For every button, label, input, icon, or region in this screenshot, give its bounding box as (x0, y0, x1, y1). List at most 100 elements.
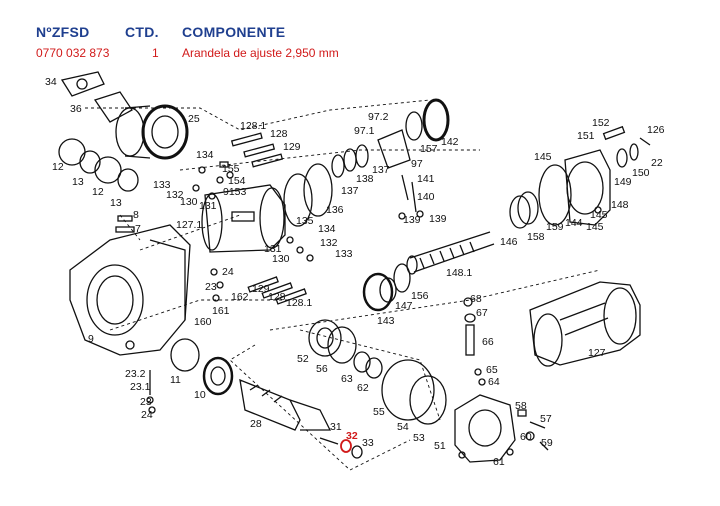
cap-parts-right (602, 125, 651, 168)
part-label: 9153 (223, 186, 247, 198)
part-label: 56 (316, 363, 328, 375)
part-label: 13 (72, 176, 84, 188)
part-label: 156 (411, 290, 429, 302)
sleeve-part (115, 104, 189, 160)
part-label: 157 (420, 143, 438, 155)
part-label: 25 (188, 113, 200, 125)
component-value: Arandela de ajuste 2,950 mm (182, 46, 339, 60)
steering-housing-right (529, 281, 641, 367)
part-label: 65 (486, 364, 498, 376)
right-cover (564, 149, 611, 226)
part-label: 22 (651, 157, 663, 169)
part-label: 147 (395, 300, 413, 312)
part-label: 24 (222, 266, 234, 278)
part-label: 158 (527, 231, 545, 243)
part-label: 135 (296, 215, 314, 227)
part-label: 12 (52, 161, 64, 173)
col-header-component: COMPONENTE (182, 24, 286, 40)
part-label: 137 (372, 164, 390, 176)
lever-plate-part (60, 71, 133, 123)
part-label: 138 (356, 173, 374, 185)
part-label: 148 (611, 199, 629, 211)
part-label: 134 (318, 223, 336, 235)
part-label: 151 (577, 130, 595, 142)
large-rings-upper (283, 163, 333, 227)
part-label: 150 (632, 167, 650, 179)
part-label: 23.1 (130, 381, 151, 393)
seal-rings-center (331, 98, 450, 220)
assembly-guide-lines (85, 99, 601, 471)
part-label: 7 (135, 223, 141, 235)
bearing-right (509, 164, 572, 229)
part-label: 128 (270, 128, 288, 140)
part-label: 55 (373, 406, 385, 418)
part-label: 59 (541, 437, 553, 449)
upper-cylinder (201, 184, 286, 253)
part-label: 28 (250, 418, 262, 430)
col-header-part-no: NºZFSD (36, 24, 90, 40)
part-label: 145 (534, 151, 552, 163)
part-label: 145 (590, 209, 608, 221)
part-label: 23 (205, 281, 217, 293)
large-rings-lower (381, 359, 447, 425)
part-label: 129 (252, 283, 270, 295)
part-label: 23.2 (125, 368, 146, 380)
part-label: 132 (320, 237, 338, 249)
part-label: 54 (397, 421, 409, 433)
part-label: 57 (540, 413, 552, 425)
part-label: 24 (141, 409, 153, 421)
part-label: 133 (153, 179, 171, 191)
part-label: 97.1 (354, 125, 375, 137)
part-label: 145 (586, 221, 604, 233)
part-label: 129 (283, 141, 301, 153)
rod-set-upper (230, 132, 284, 168)
part-label: 53 (413, 432, 425, 444)
part-label: 139 (429, 213, 447, 225)
piston-rings-middle (362, 263, 411, 312)
part-label: 62 (357, 382, 369, 394)
part-label: 11 (170, 374, 181, 386)
part-label: 97.2 (368, 111, 389, 123)
part-label: 155 (222, 163, 240, 175)
washers-31-33 (319, 437, 363, 459)
part-label: 134 (196, 149, 214, 161)
part-label: 12 (92, 186, 104, 198)
part-label-highlighted: 32 (346, 430, 358, 442)
part-label: 31 (330, 421, 342, 433)
rings-lower-left (170, 338, 234, 396)
part-label: 141 (417, 173, 435, 185)
part-label: 162 (231, 291, 249, 303)
worm-shaft (406, 231, 495, 275)
parts-header: NºZFSD CTD. COMPONENTE 0770 032 873 1 Ar… (0, 0, 720, 70)
callout-labels: 34 36 25 12 13 12 13 8 7 134 133 132 130… (45, 76, 665, 468)
part-label: 51 (434, 440, 446, 452)
side-cover (454, 394, 516, 463)
ring-set-left (58, 138, 139, 192)
part-label: 131 (199, 200, 217, 212)
part-label: 52 (297, 353, 309, 365)
small-fittings-upper (192, 161, 234, 200)
part-label: 148.1 (446, 267, 472, 279)
part-label: 36 (70, 103, 82, 115)
bearing-lower (308, 319, 357, 364)
part-label: 10 (194, 389, 206, 401)
part-label: 149 (614, 176, 632, 188)
screws-lower-left (146, 370, 156, 414)
part-label: 64 (488, 376, 500, 388)
part-label: 146 (500, 236, 518, 248)
part-label: 8 (133, 209, 139, 221)
small-rings-lower (353, 351, 383, 379)
part-label: 131 (264, 243, 282, 255)
part-label: 58 (515, 400, 527, 412)
part-label: 161 (212, 305, 230, 317)
pin-parts (115, 215, 135, 233)
part-label: 132 (166, 189, 184, 201)
valve-stack (463, 297, 486, 386)
main-housing (69, 224, 191, 356)
part-label: 13 (110, 197, 122, 209)
part-label: 133 (335, 248, 353, 260)
part-label: 23 (140, 396, 152, 408)
part-label: 60 (520, 431, 532, 443)
part-label: 63 (341, 373, 353, 385)
